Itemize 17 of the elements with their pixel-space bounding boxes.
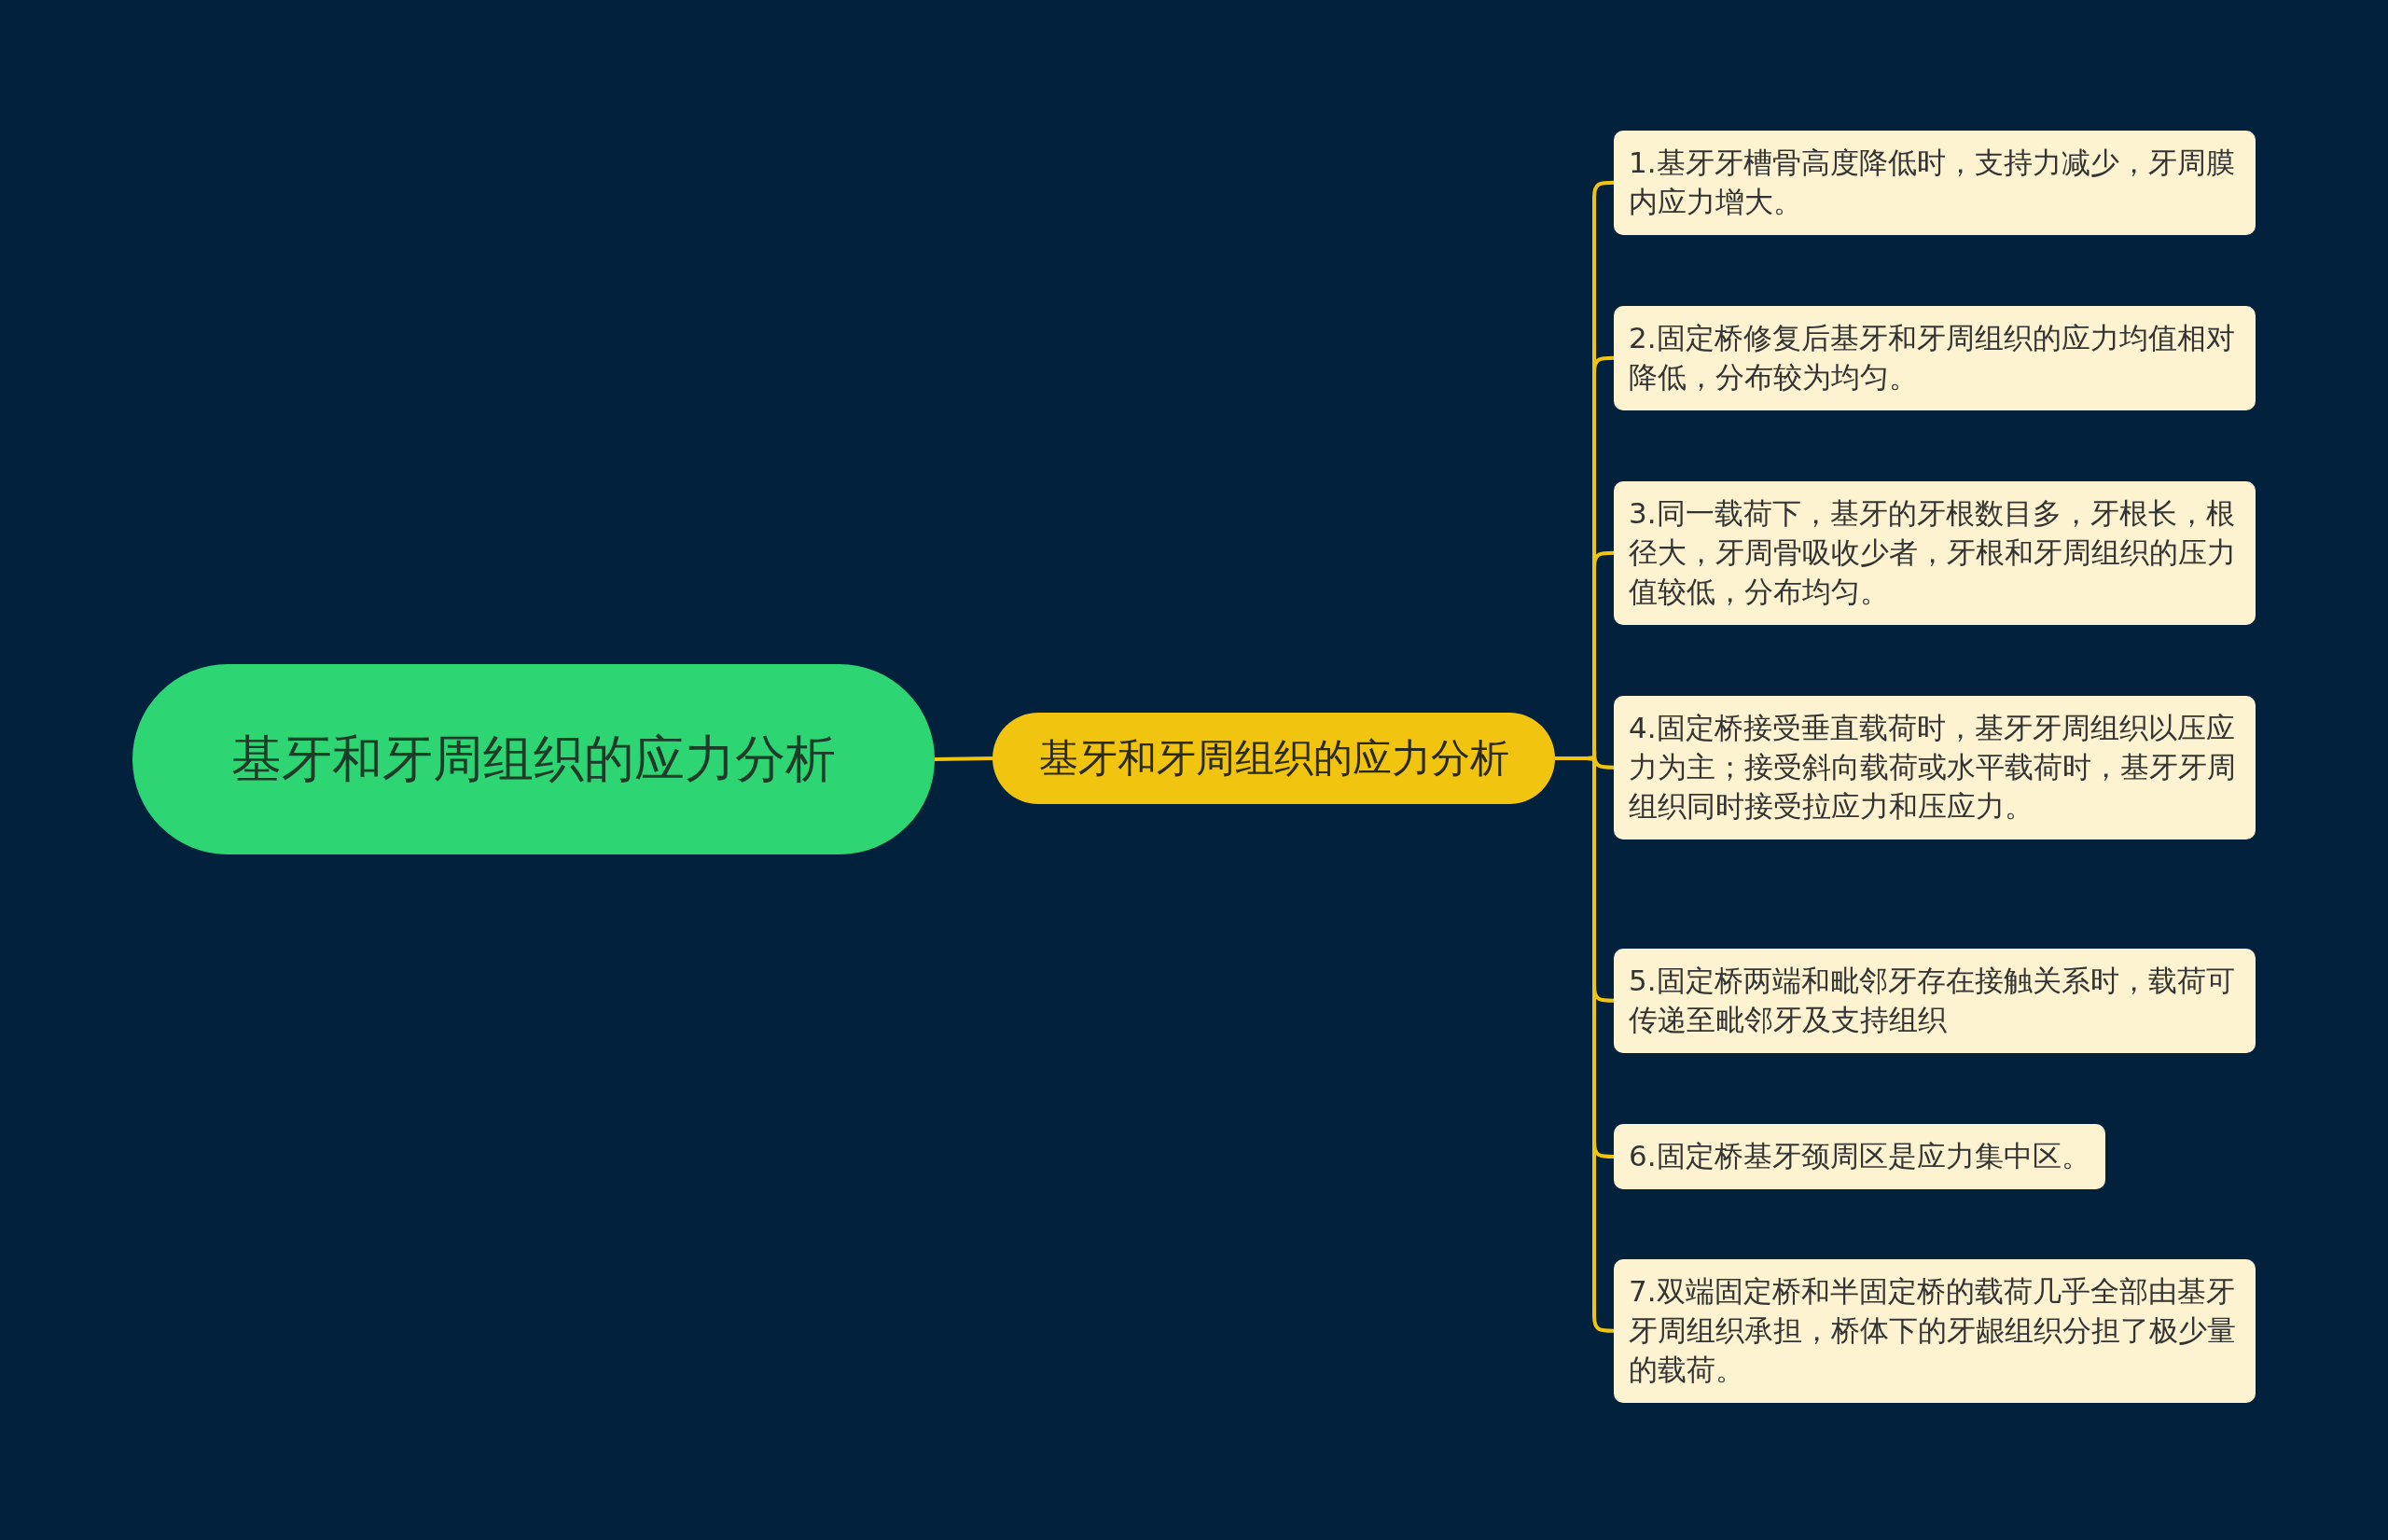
subtopic-card xyxy=(1614,949,2256,1053)
topic-text: 基牙和牙周组织的应力分析 xyxy=(1038,734,1509,783)
subtopic-card xyxy=(1614,306,2256,410)
topic-text: 基牙和牙周组织的应力分析 xyxy=(231,728,836,790)
topic-text: 2.固定桥修复后基牙和牙周组织的应力均值相对降低，分布较为均匀。 xyxy=(1629,320,2236,395)
topic-text: 5.固定桥两端和毗邻牙存在接触关系时，载荷可传递至毗邻牙及支持组织 xyxy=(1629,963,2236,1038)
topic-text: 1.基牙牙槽骨高度降低时，支持力减少，牙周膜内应力增大。 xyxy=(1629,145,2236,220)
subtopic-card xyxy=(1614,481,2256,625)
connector-line xyxy=(934,756,993,761)
subtopic-card xyxy=(1614,131,2256,235)
subtopic-card xyxy=(1614,696,2256,839)
subtopic-card xyxy=(1614,1124,2105,1189)
topic-text: 4.固定桥接受垂直载荷时，基牙牙周组织以压应力为主；接受斜向载荷或水平载荷时，基牙牙周组织同时接受拉应力和压应力。 xyxy=(1629,710,2237,825)
topic-text: 3.同一载荷下，基牙的牙根数目多，牙根长，根径大，牙周骨吸收少者，牙根和牙周组织的压力值较低，分布均匀。 xyxy=(1629,495,2237,610)
topic-text: 6.固定桥基牙颈周区是应力集中区。 xyxy=(1629,1138,2090,1174)
subtopic-card xyxy=(1614,1259,2256,1403)
topic-text: 7.双端固定桥和半固定桥的载荷几乎全部由基牙牙周组织承担，桥体下的牙龈组织分担了极少量的载荷。 xyxy=(1629,1273,2237,1388)
